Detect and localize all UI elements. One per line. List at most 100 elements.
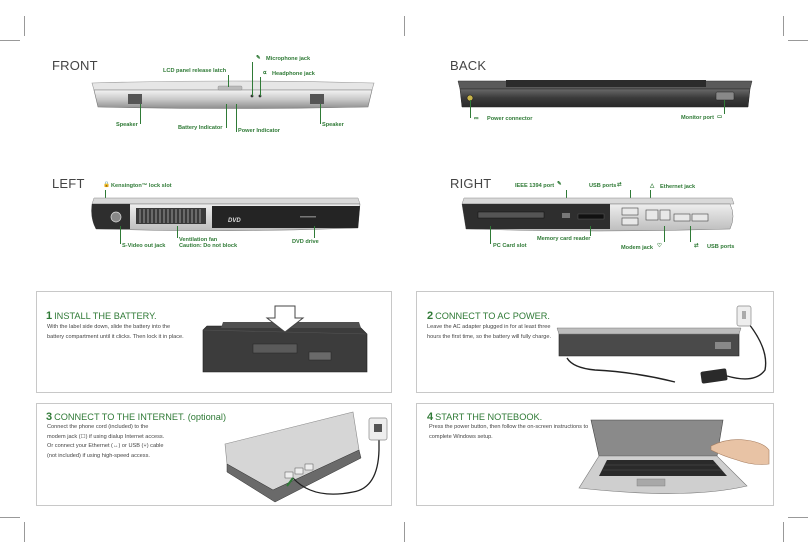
internet-illustration: [224, 411, 388, 503]
leader-line: [252, 62, 253, 96]
leader-line: [490, 226, 491, 244]
label-ventilation-fan: Ventilation fan: [179, 237, 218, 243]
label-headphone-jack: Headphone jack: [272, 71, 315, 77]
step-heading: INSTALL THE BATTERY.: [54, 311, 157, 321]
fold-mark: [404, 16, 405, 36]
label-speaker-left: Speaker: [116, 122, 138, 128]
step-number: 4: [427, 411, 434, 423]
leader-line: [236, 104, 237, 132]
back-laptop-illustration: [457, 80, 753, 108]
crop-mark: [788, 517, 808, 518]
label-ethernet-jack: Ethernet jack: [660, 184, 696, 190]
headphone-icon: ⍺: [263, 70, 267, 76]
fold-mark: [404, 522, 405, 542]
step-number: 1: [46, 310, 53, 322]
leader-line: [177, 226, 178, 238]
crop-mark: [0, 40, 20, 41]
step-4-body: Press the power button, then follow the …: [429, 423, 588, 442]
crop-mark: [24, 16, 25, 36]
leader-line: [120, 226, 121, 244]
crop-mark: [783, 522, 784, 542]
step-heading: CONNECT TO THE INTERNET. (optional): [54, 412, 227, 422]
leader-line: [664, 226, 665, 242]
monitor-icon: ▭: [717, 114, 723, 120]
label-usb-ports-top: USB ports: [589, 183, 617, 189]
body-line: Connect the phone cord (included) to the: [47, 424, 149, 430]
leader-line: [140, 104, 141, 124]
body-line: modem jack (☐) if using dialup Internet …: [47, 433, 165, 440]
body-line: Press the power button, then follow the …: [429, 424, 589, 430]
label-dvd-drive: DVD drive: [292, 239, 319, 245]
body-line: With the label side down, slide the batt…: [47, 324, 171, 330]
label-power-connector: Power connector: [487, 116, 533, 122]
label-power-indicator: Power Indicator: [238, 128, 280, 134]
label-ieee-1394-port: IEEE 1394 port: [515, 183, 555, 189]
step-heading: CONNECT TO AC POWER.: [435, 311, 550, 321]
label-lcd-release-latch: LCD panel release latch: [163, 68, 227, 74]
power-connector-icon: ⎓: [474, 116, 479, 122]
body-line: battery compartment until it clicks. The…: [47, 333, 184, 340]
usb-icon: ⇄: [617, 182, 622, 188]
step-number: 3: [46, 411, 53, 423]
label-kensington-lock-slot: Kensington™ lock slot: [111, 183, 172, 189]
right-title: RIGHT: [450, 176, 492, 191]
svg-text:DVD: DVD: [228, 218, 241, 224]
body-line: (not included) if using high-speed acces…: [47, 452, 150, 459]
step-3-body: Connect the phone cord (included) to the…: [47, 423, 164, 461]
back-title: BACK: [450, 58, 487, 73]
label-caution-do-not-block: Caution: Do not block: [179, 243, 238, 249]
label-battery-indicator: Battery Indicator: [178, 125, 223, 131]
right-laptop-illustration: [461, 197, 735, 232]
label-monitor-port: Monitor port: [681, 115, 714, 121]
start-notebook-illustration: [578, 419, 770, 494]
step-2-body: Leave the AC adapter plugged in for at l…: [427, 323, 551, 342]
leader-line: [314, 226, 315, 238]
body-line: Leave the AC adapter plugged in for at l…: [427, 324, 551, 330]
leader-line: [226, 104, 227, 128]
leader-line: [320, 104, 321, 124]
label-memory-card-reader: Memory card reader: [537, 236, 591, 242]
ieee-1394-icon: ✎: [557, 181, 562, 187]
crop-mark: [24, 522, 25, 542]
lock-icon: 🔒: [103, 182, 110, 188]
leader-line: [724, 100, 725, 114]
front-title: FRONT: [52, 58, 98, 73]
microphone-icon: ✎: [256, 55, 261, 61]
leader-line: [260, 77, 261, 96]
ac-power-illustration: [556, 305, 767, 384]
left-laptop-illustration: DVD: [91, 197, 361, 232]
label-modem-jack: Modem jack: [621, 245, 654, 251]
left-title: LEFT: [52, 176, 85, 191]
battery-illustration: [202, 305, 368, 373]
leader-line: [228, 75, 229, 87]
label-microphone-jack: Microphone jack: [266, 56, 311, 62]
leader-line: [590, 226, 591, 236]
label-usb-ports-bottom: USB ports: [707, 244, 735, 250]
leader-line: [470, 100, 471, 118]
step-number: 2: [427, 310, 434, 322]
label-speaker-right: Speaker: [322, 122, 344, 128]
body-line: Or connect your Ethernet (↔) or USB (⑂) …: [47, 443, 164, 449]
ethernet-icon: △: [650, 183, 655, 189]
body-line: hours the first time, so the battery wil…: [427, 333, 552, 340]
leader-line: [690, 226, 691, 242]
crop-mark: [783, 16, 784, 36]
crop-mark: [788, 40, 808, 41]
step-heading: START THE NOTEBOOK.: [435, 412, 543, 422]
usb-icon: ⇄: [694, 243, 699, 249]
crop-mark: [0, 517, 20, 518]
label-svideo-out-jack: S-Video out jack: [122, 243, 166, 249]
front-laptop-illustration: [91, 80, 375, 109]
step-1-body: With the label side down, slide the batt…: [47, 323, 184, 342]
modem-icon: ♡: [657, 243, 663, 249]
body-line: complete Windows setup.: [429, 433, 493, 440]
label-pc-card-slot: PC Card slot: [493, 243, 527, 249]
